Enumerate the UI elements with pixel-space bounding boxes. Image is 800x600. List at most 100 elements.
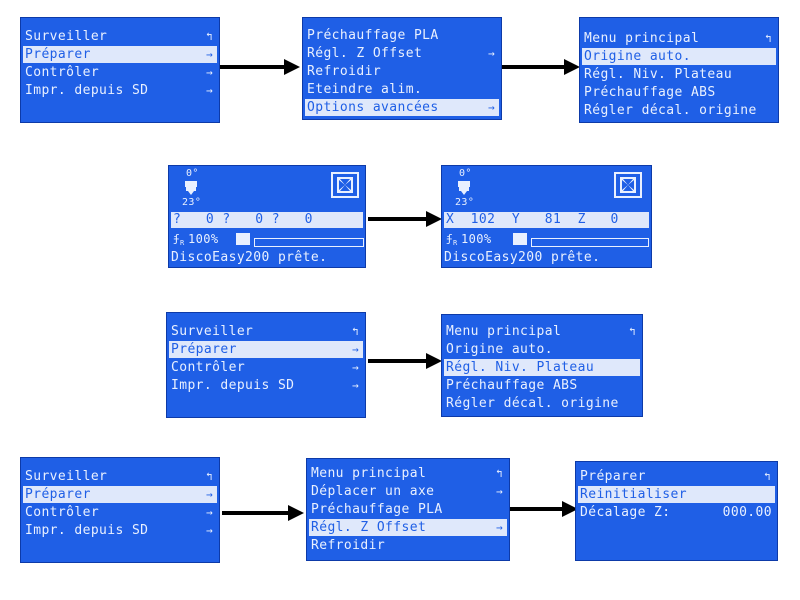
menu-item-label: Régler décal. origine — [584, 103, 757, 118]
up-arrow-icon: ↰ — [205, 30, 213, 43]
menu-item-surveiller[interactable]: Surveiller ↰ — [23, 468, 217, 485]
menu-item-regl-z-offset[interactable]: Régl. Z Offset → — [305, 45, 499, 62]
lcd-advanced-menu-1: Menu principal ↰ Origine auto. Régl. Niv… — [579, 17, 779, 123]
menu-item-label: Régl. Niv. Plateau — [584, 67, 733, 82]
right-arrow-icon: → — [205, 488, 213, 501]
hotend-icon — [458, 181, 470, 195]
menu-item-label: Contrôler — [25, 65, 100, 80]
menu-item-prechauffage-pla[interactable]: Préchauffage PLA — [305, 27, 499, 44]
feedrate-value: 100% — [461, 232, 492, 246]
menu-item-label: Surveiller — [25, 29, 108, 44]
menu-item-regl-z-offset[interactable]: Régl. Z Offset → — [309, 519, 507, 536]
menu-item-label: Menu principal — [446, 324, 562, 339]
up-arrow-icon: ↰ — [495, 467, 503, 480]
flow-arrow — [502, 59, 580, 75]
menu-item-surveiller[interactable]: Surveiller ↰ — [169, 323, 363, 340]
menu-item-label: Contrôler — [171, 360, 246, 375]
lcd-prepare-menu-1: Préchauffage PLA Régl. Z Offset → Refroi… — [302, 17, 502, 120]
fan-icon — [331, 172, 359, 198]
menu-item-label: Impr. depuis SD — [171, 378, 295, 393]
right-arrow-icon: → — [351, 379, 359, 392]
target-temp: 0° — [186, 168, 199, 179]
menu-item-label: Préchauffage ABS — [584, 85, 716, 100]
menu-item-prechauffage-abs[interactable]: Préchauffage ABS — [582, 84, 776, 101]
menu-item-impr-sd[interactable]: Impr. depuis SD → — [23, 522, 217, 539]
menu-item-regl-niv-plateau[interactable]: Régl. Niv. Plateau — [582, 66, 776, 83]
up-arrow-icon: ↰ — [764, 32, 772, 45]
menu-item-preparer[interactable]: Préparer → — [23, 486, 217, 503]
menu-item-refroidir[interactable]: Refroidir — [309, 537, 507, 554]
right-arrow-icon: → — [495, 521, 503, 534]
menu-item-decalage-z[interactable]: Décalage Z: 000.00 — [578, 504, 775, 521]
menu-item-deplacer-axe[interactable]: Déplacer un axe → — [309, 483, 507, 500]
menu-item-menu-principal[interactable]: Menu principal ↰ — [309, 465, 507, 482]
progress-bar — [254, 238, 364, 247]
menu-item-controler[interactable]: Contrôler → — [169, 359, 363, 376]
menu-item-label: Préparer — [171, 342, 237, 357]
menu-item-label: Régl. Z Offset — [311, 520, 427, 535]
menu-item-preparer[interactable]: Préparer → — [169, 341, 363, 358]
flow-arrow — [368, 353, 442, 369]
menu-item-controler[interactable]: Contrôler → — [23, 64, 217, 81]
current-temp: 23° — [182, 197, 202, 208]
coordinates-bar: X 102 Y 81 Z 0 — [444, 212, 649, 228]
menu-item-preparer-back[interactable]: Préparer ↰ — [578, 468, 775, 485]
menu-item-label: Préchauffage PLA — [311, 502, 443, 517]
menu-item-label: Surveiller — [25, 469, 108, 484]
menu-item-label: Reinitialiser — [580, 487, 687, 502]
menu-item-surveiller[interactable]: Surveiller ↰ — [23, 28, 217, 45]
sd-card-icon — [513, 233, 527, 245]
right-arrow-icon: → — [351, 361, 359, 374]
right-arrow-icon: → — [351, 343, 359, 356]
menu-item-impr-sd[interactable]: Impr. depuis SD → — [23, 82, 217, 99]
z-offset-value: 000.00 — [722, 505, 772, 520]
menu-item-controler[interactable]: Contrôler → — [23, 504, 217, 521]
menu-item-menu-principal[interactable]: Menu principal ↰ — [444, 323, 640, 340]
status-message: DiscoEasy200 prête. — [171, 250, 328, 265]
lcd-main-menu-2: Surveiller ↰ Préparer → Contrôler → Impr… — [166, 312, 366, 418]
lcd-z-offset-screen: Préparer ↰ Reinitialiser Décalage Z: 000… — [575, 461, 778, 561]
up-arrow-icon: ↰ — [628, 325, 636, 338]
menu-item-label: Préchauffage PLA — [307, 28, 439, 43]
right-arrow-icon: → — [205, 66, 213, 79]
target-temp: 0° — [459, 168, 472, 179]
feedrate-value: 100% — [188, 232, 219, 246]
feedrate-icon: ʄR — [173, 232, 185, 248]
right-arrow-icon: → — [205, 524, 213, 537]
feedrate-icon: ʄR — [446, 232, 458, 248]
menu-item-label: Régl. Niv. Plateau — [446, 360, 595, 375]
flow-arrow — [222, 505, 304, 521]
menu-item-menu-principal[interactable]: Menu principal ↰ — [582, 30, 776, 47]
menu-item-regler-decal-origine[interactable]: Régler décal. origine — [444, 395, 640, 412]
lcd-prepare-menu-3: Menu principal ↰ Déplacer un axe → Préch… — [306, 458, 510, 561]
menu-item-label: Impr. depuis SD — [25, 523, 149, 538]
progress-bar — [531, 238, 649, 247]
menu-item-label: Contrôler — [25, 505, 100, 520]
menu-item-eteindre-alim[interactable]: Eteindre alim. — [305, 81, 499, 98]
menu-item-label: Impr. depuis SD — [25, 83, 149, 98]
menu-item-origine-auto[interactable]: Origine auto. — [444, 341, 640, 358]
menu-item-impr-sd[interactable]: Impr. depuis SD → — [169, 377, 363, 394]
menu-item-reinitialiser[interactable]: Reinitialiser — [578, 486, 775, 503]
lcd-prepare-menu-2: Menu principal ↰ Origine auto. Régl. Niv… — [441, 314, 643, 417]
menu-item-label: Préparer — [580, 469, 646, 484]
menu-item-label: Préparer — [25, 47, 91, 62]
menu-item-label: Origine auto. — [446, 342, 553, 357]
menu-item-label: Préchauffage ABS — [446, 378, 578, 393]
menu-item-regl-niv-plateau[interactable]: Régl. Niv. Plateau — [444, 359, 640, 376]
fan-icon — [614, 172, 642, 198]
menu-item-prechauffage-abs[interactable]: Préchauffage ABS — [444, 377, 640, 394]
menu-item-label: Régler décal. origine — [446, 396, 619, 411]
right-arrow-icon: → — [487, 101, 495, 114]
flow-arrow — [368, 211, 442, 227]
lcd-status-screen-2: 0° 23° X 102 Y 81 Z 0 ʄR 100% DiscoEasy2… — [441, 165, 652, 268]
menu-item-prechauffage-pla[interactable]: Préchauffage PLA — [309, 501, 507, 518]
menu-item-options-avancees[interactable]: Options avancées → — [305, 99, 499, 116]
lcd-main-menu-3: Surveiller ↰ Préparer → Contrôler → Impr… — [20, 457, 220, 563]
coordinates-bar: ? 0 ? 0 ? 0 — [171, 212, 363, 228]
menu-item-origine-auto[interactable]: Origine auto. — [582, 48, 776, 65]
right-arrow-icon: → — [205, 506, 213, 519]
menu-item-preparer[interactable]: Préparer → — [23, 46, 217, 63]
menu-item-regler-decal-origine[interactable]: Régler décal. origine — [582, 102, 776, 119]
menu-item-refroidir[interactable]: Refroidir — [305, 63, 499, 80]
